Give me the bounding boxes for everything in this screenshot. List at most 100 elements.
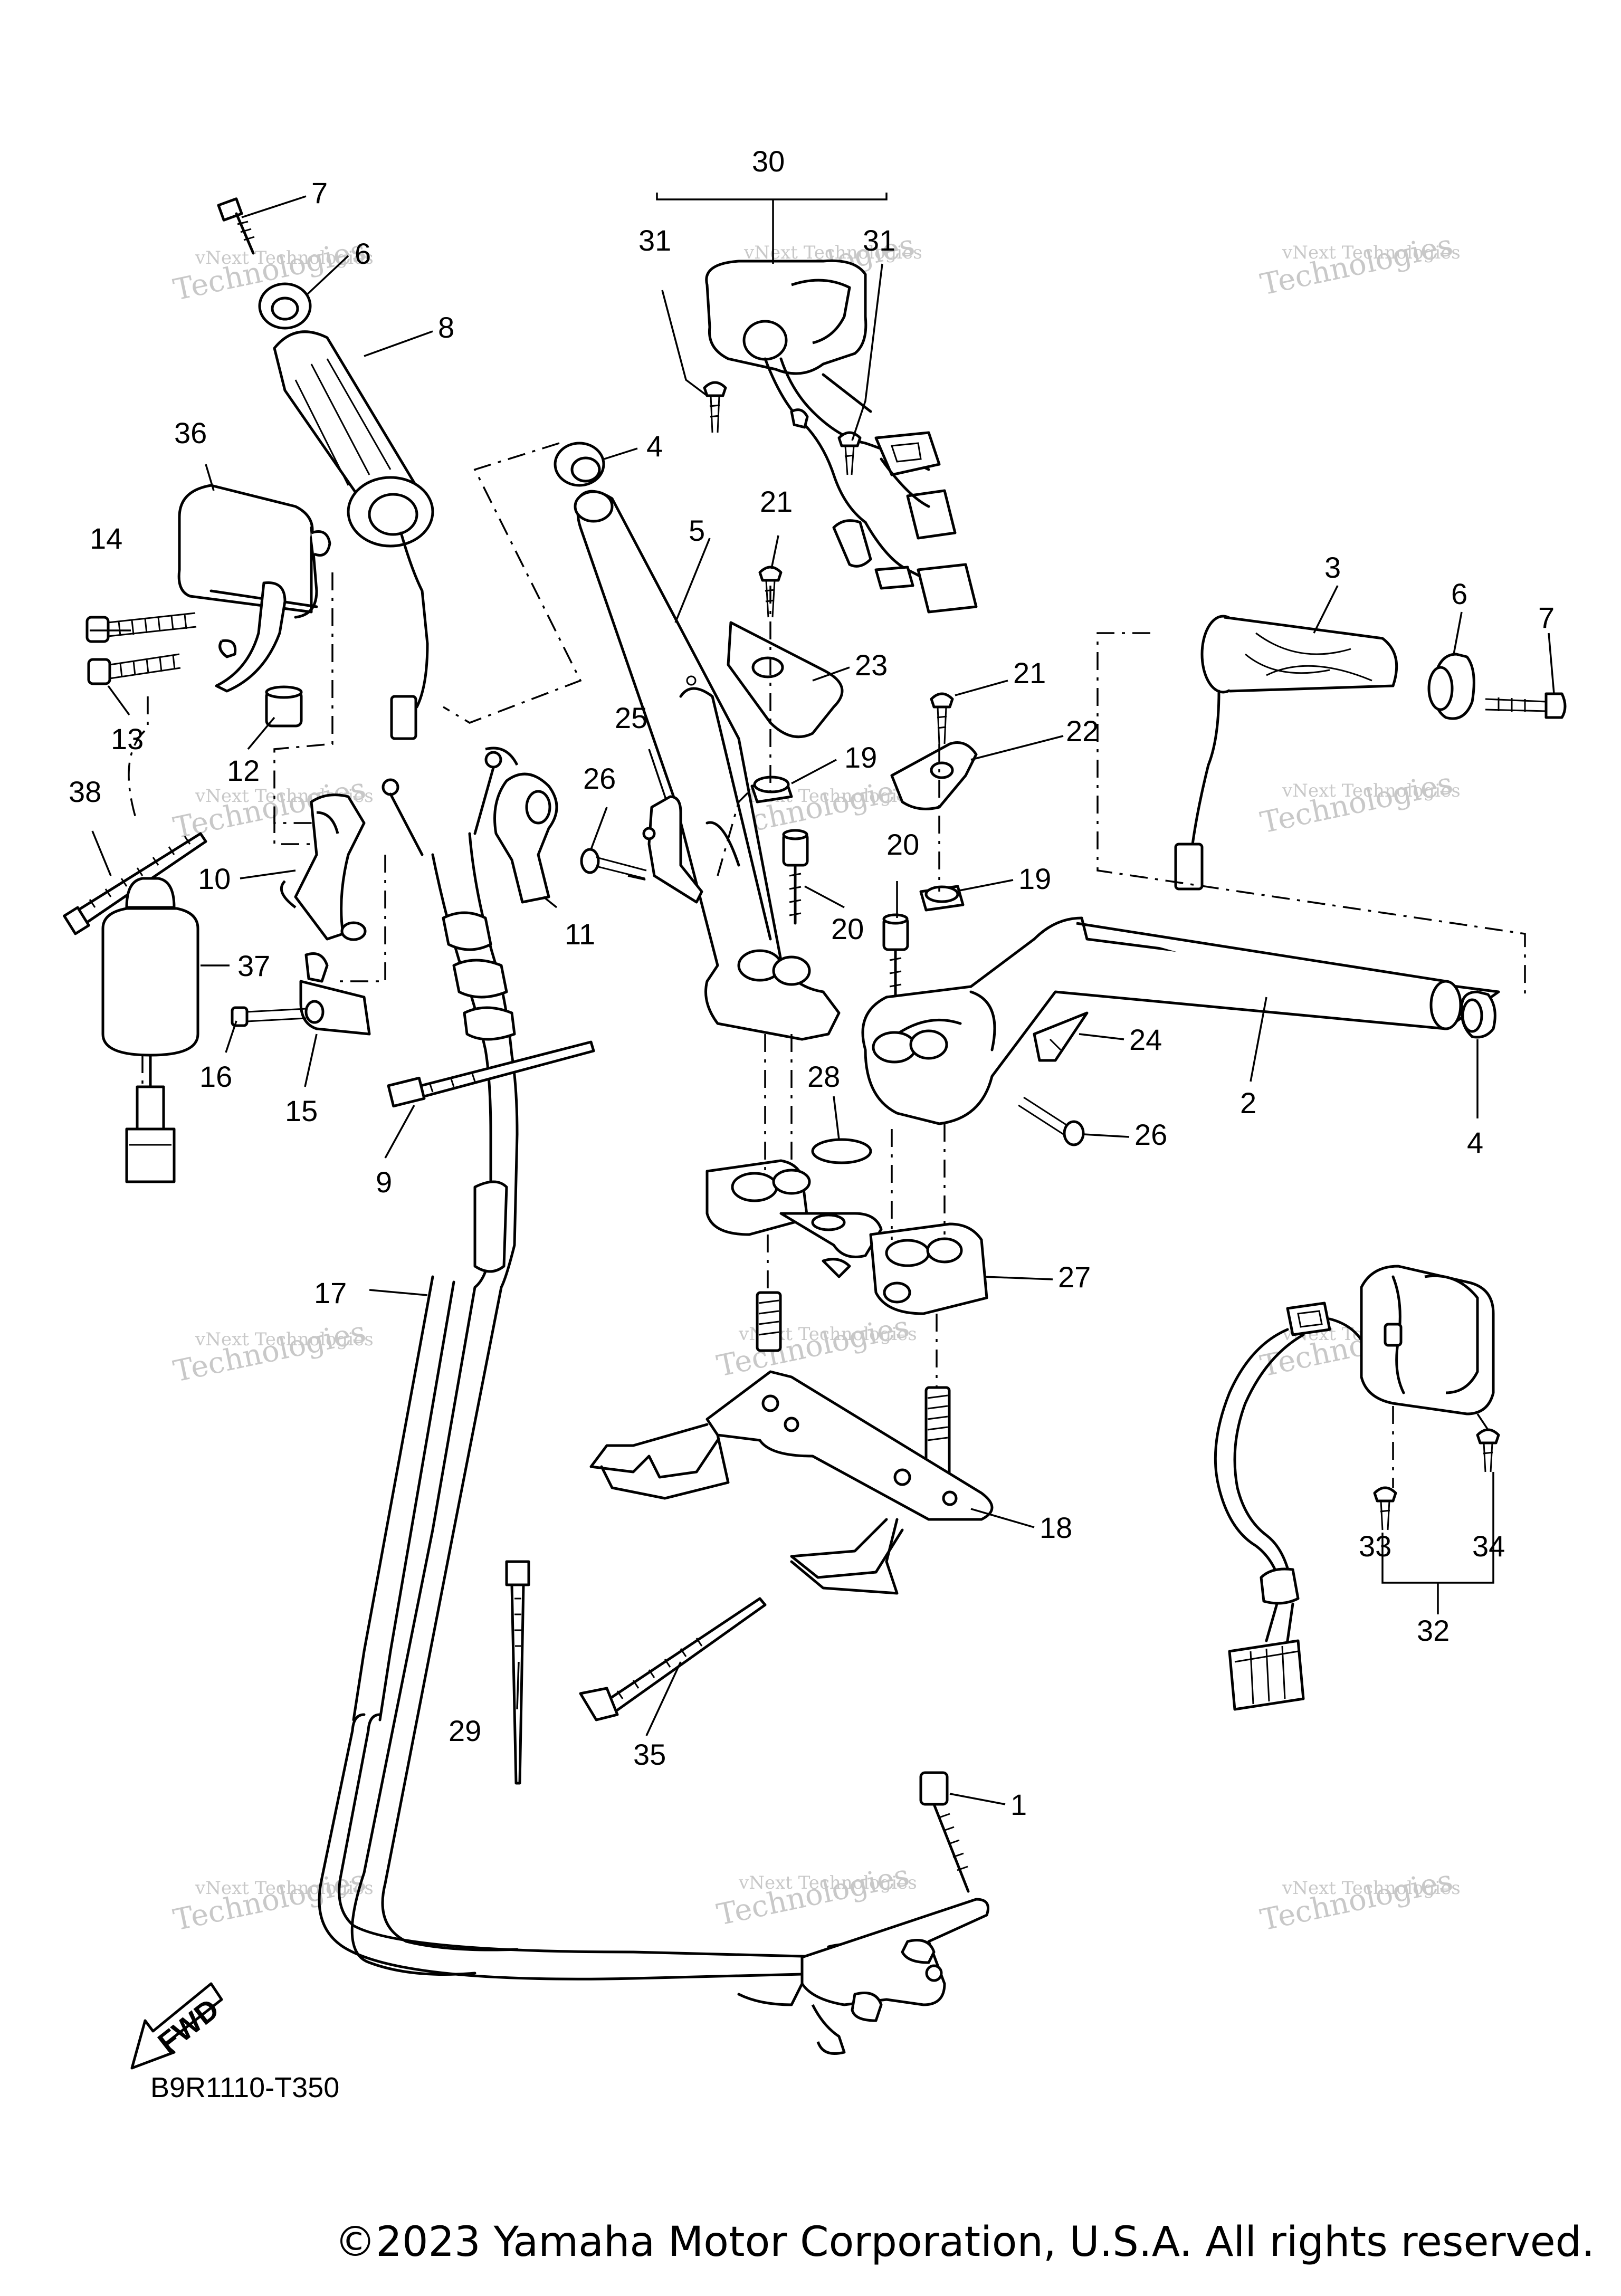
callout-7: 7 (311, 176, 328, 209)
watermark: Technologies (1257, 228, 1456, 302)
reservoir-37 (101, 877, 199, 1183)
watermark: vNext Technologies (195, 247, 374, 269)
callout-37: 37 (237, 949, 270, 982)
bolt-20-right (882, 913, 909, 1004)
switch-32 (1214, 1265, 1495, 1711)
watermark: vNext Technologies (195, 1878, 374, 1899)
callout-12: 12 (227, 754, 260, 787)
bar-end-6-left (258, 282, 312, 330)
throttle-cable-17 (318, 1133, 930, 2006)
callout-1: 1 (1010, 1788, 1027, 1821)
callout-4: 4 (1467, 1126, 1483, 1159)
callout-18: 18 (1040, 1511, 1072, 1544)
watermark: vNext Technologies (195, 1329, 374, 1350)
fwd-arrow: FWD (130, 1982, 225, 2070)
drawing-code: B9R1110-T350 (150, 2072, 339, 2103)
callout-29: 29 (449, 1714, 481, 1747)
callout-26: 26 (1134, 1118, 1167, 1151)
clip-24 (1033, 1011, 1089, 1062)
watermark: vNext Technologies (1282, 1878, 1461, 1899)
callout-31: 31 (638, 224, 671, 257)
callout-15: 15 (285, 1094, 318, 1127)
lever-holder-11 (382, 747, 558, 904)
holder-27 (705, 1159, 988, 1315)
callout-5: 5 (689, 514, 705, 547)
bolt-7-right (1485, 692, 1567, 719)
nut-19-right (919, 885, 965, 912)
watermark: Technologies (1257, 1863, 1456, 1938)
callout-25: 25 (615, 701, 647, 734)
callout-4: 4 (646, 429, 663, 463)
callout-10: 10 (198, 862, 231, 895)
bottom-bracket (800, 1898, 989, 2055)
clamp-15 (299, 952, 371, 1036)
callout-26: 26 (583, 762, 616, 795)
callout-20: 20 (831, 912, 864, 945)
watermark: Technologies (714, 1858, 912, 1933)
cap-28 (811, 1138, 872, 1164)
callout-38: 38 (69, 775, 101, 808)
screw-31-left (703, 381, 727, 433)
screw-16 (231, 1006, 307, 1027)
callout-31: 31 (863, 224, 895, 257)
parts: FWD (63, 197, 1567, 2070)
grip-3 (1174, 615, 1398, 891)
screw-14 (85, 612, 197, 643)
cable-bundle (431, 832, 519, 1136)
screw-33 (1373, 1486, 1397, 1530)
callout-35: 35 (633, 1738, 666, 1771)
screw-21-top (758, 566, 783, 618)
watermark: vNext Technologies (1282, 780, 1461, 801)
bar-end-plug-4-right (1460, 990, 1496, 1039)
callout-33: 33 (1359, 1529, 1391, 1563)
copyright-notice: ©2023 Yamaha Motor Corporation, U.S.A. A… (335, 2218, 1595, 2266)
callout-17: 17 (314, 1276, 347, 1309)
callout-30: 30 (752, 145, 785, 178)
screw-34 (1476, 1428, 1500, 1472)
callout-9: 9 (376, 1165, 392, 1199)
bolt-20-left (782, 829, 809, 925)
callout-28: 28 (807, 1060, 840, 1093)
callout-22: 22 (1066, 714, 1099, 748)
cover-36 (177, 484, 331, 619)
callout-8: 8 (438, 311, 454, 344)
callout-19: 19 (1018, 862, 1051, 895)
cover-23 (727, 621, 844, 739)
callout-16: 16 (199, 1060, 232, 1093)
grip-8 (273, 330, 434, 740)
screw-26-upper (580, 848, 647, 879)
callout-11: 11 (565, 917, 595, 951)
handlebar-2 (861, 916, 1500, 1125)
callout-19: 19 (844, 741, 877, 774)
screw-31-right (837, 431, 862, 475)
callout-13: 13 (111, 722, 144, 755)
bolt-7-left (217, 197, 255, 255)
callout-32: 32 (1417, 1614, 1450, 1647)
screw-26-lower (1018, 1096, 1085, 1146)
watermark: Technologies (714, 1309, 912, 1384)
collar-12 (265, 685, 303, 728)
bracket-25 (642, 795, 703, 904)
switch-30 (705, 259, 978, 614)
callout-21: 21 (1013, 656, 1046, 690)
callout-21: 21 (760, 485, 793, 518)
bar-end-6-right (1427, 653, 1475, 720)
callout-14: 14 (90, 522, 122, 555)
callout-34: 34 (1472, 1529, 1505, 1563)
callout-2: 2 (1240, 1086, 1256, 1120)
leader-lines (90, 193, 1555, 1805)
callout-3: 3 (1324, 551, 1341, 584)
cover-22 (890, 741, 978, 810)
screw-21-right (930, 692, 954, 744)
lever-holder-10 (280, 793, 367, 941)
handlebar-5 (574, 490, 841, 1041)
watermark: Technologies (170, 1315, 369, 1389)
watermark: Technologies (1257, 766, 1456, 840)
callout-6: 6 (1451, 577, 1467, 610)
callout-24: 24 (1129, 1023, 1162, 1056)
callout-7: 7 (1538, 601, 1555, 634)
bracket-under-cover (215, 581, 287, 693)
bar-end-plug-4-top (554, 442, 605, 487)
watermark: vNext Technologies (738, 1872, 917, 1893)
